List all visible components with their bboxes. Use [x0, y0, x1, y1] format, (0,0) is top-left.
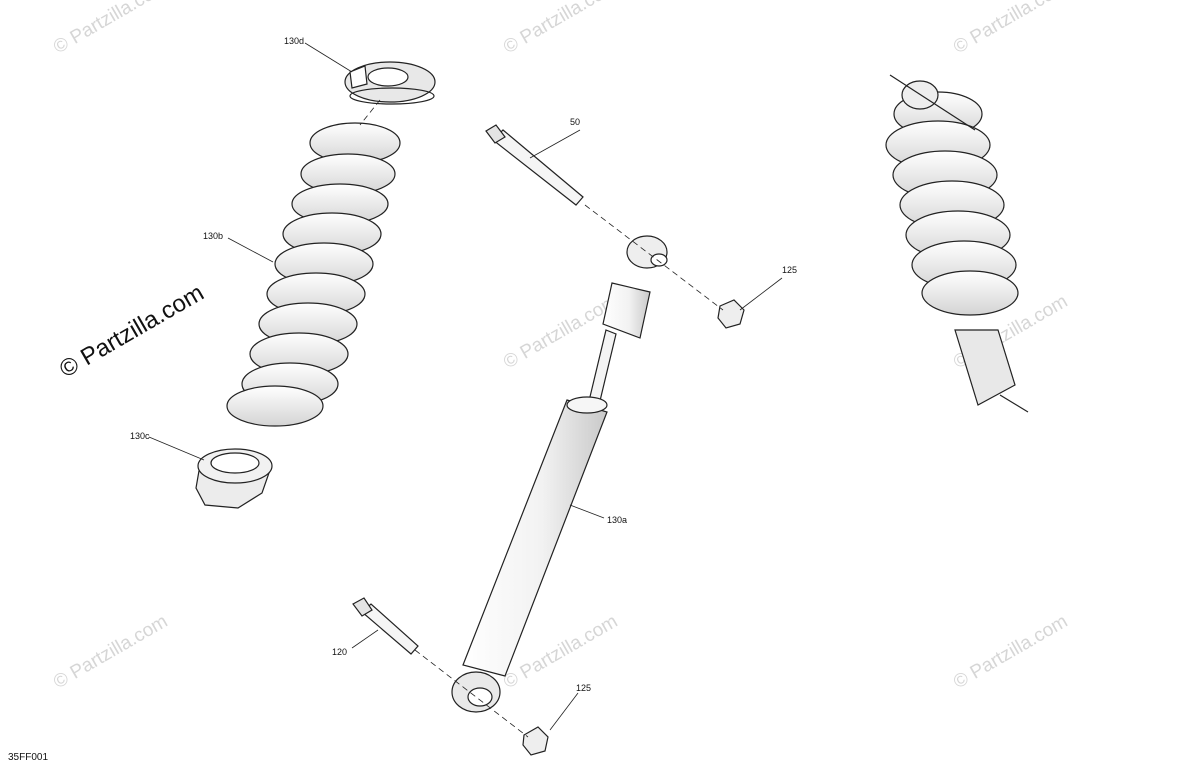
callout-125-bottom: 125	[576, 683, 592, 693]
callout-130a: 130a	[607, 515, 628, 525]
callout-50: 50	[570, 117, 581, 127]
bolt-lower	[352, 597, 419, 655]
spring-retainer-top	[344, 61, 436, 105]
leader-lines	[148, 42, 783, 731]
callout-120: 120	[332, 647, 348, 657]
callout-125-top: 125	[782, 265, 798, 275]
callout-130d: 130d	[284, 36, 305, 46]
drawing-code: 35FF001	[8, 752, 49, 763]
assembled-shock	[885, 74, 1029, 413]
callout-130b: 130b	[203, 231, 224, 241]
callout-130c: 130c	[130, 431, 150, 441]
spring-seat-lower	[195, 448, 273, 509]
coil-spring	[226, 122, 401, 427]
nut-lower	[522, 726, 549, 756]
center-lines	[359, 99, 724, 738]
shock-absorber	[451, 235, 668, 713]
nut-upper	[717, 299, 745, 329]
bolt-upper	[485, 124, 584, 206]
